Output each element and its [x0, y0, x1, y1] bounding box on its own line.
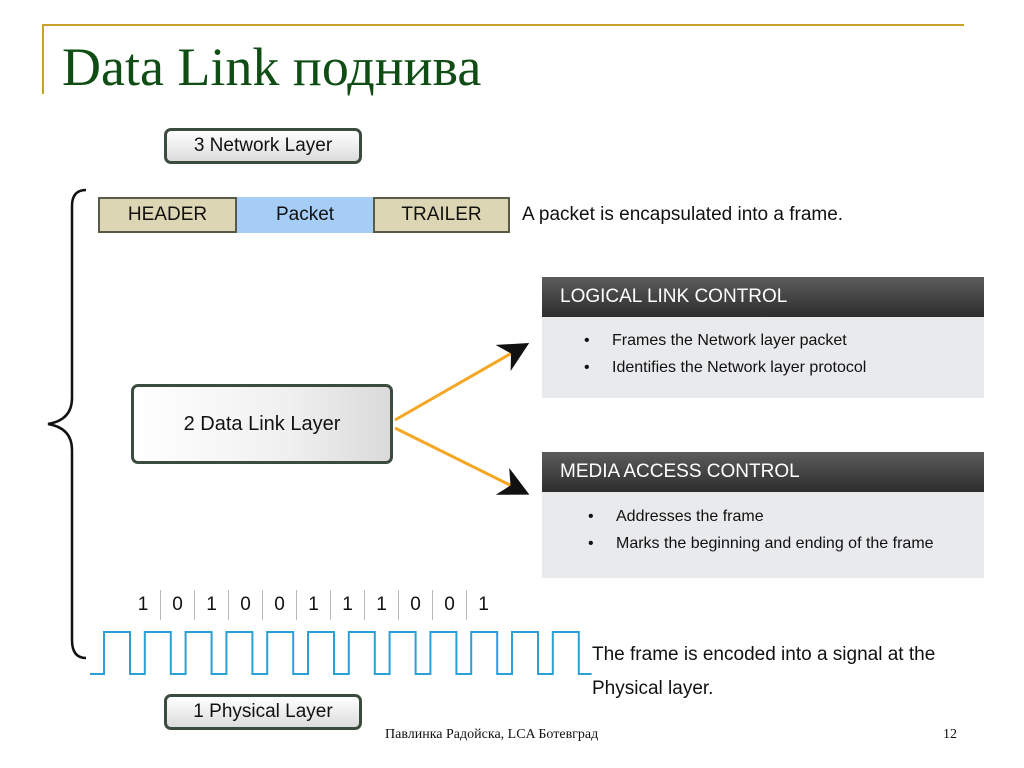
- bit-cell: 0: [432, 590, 466, 620]
- mac-panel: MEDIA ACCESS CONTROL Addresses the frame…: [542, 452, 984, 578]
- signal-note: The frame is encoded into a signal at th…: [592, 644, 936, 699]
- title-accent-line-left: [42, 24, 44, 94]
- frame-packet-segment: Packet: [237, 197, 373, 233]
- list-item: Marks the beginning and ending of the fr…: [588, 530, 984, 557]
- physical-layer-label: 1 Physical Layer: [164, 694, 362, 730]
- title-accent-line-top: [42, 24, 964, 26]
- bit-cell: 0: [398, 590, 432, 620]
- layer-brace: [47, 188, 87, 660]
- arrow-to-llc: [394, 343, 530, 422]
- page-number: 12: [943, 727, 957, 742]
- llc-list: Frames the Network layer packet Identifi…: [542, 317, 984, 381]
- slide-title: Data Link поднива: [62, 37, 482, 97]
- slide-footer: Павлинка Радойска, LCA Ботевград: [385, 727, 599, 742]
- data-link-layer-label: 2 Data Link Layer: [131, 384, 393, 464]
- frame-structure: HEADER Packet TRAILER: [98, 197, 510, 233]
- bit-cell: 1: [137, 594, 149, 615]
- frame-header-segment: HEADER: [98, 197, 237, 233]
- signal-waveform: [90, 631, 592, 675]
- bit-cell: 0: [228, 590, 262, 620]
- llc-panel-title: LOGICAL LINK CONTROL: [542, 277, 984, 317]
- mac-list: Addresses the frame Marks the beginning …: [542, 492, 984, 557]
- mac-panel-title: MEDIA ACCESS CONTROL: [542, 452, 984, 492]
- bit-cell: 1: [194, 590, 228, 620]
- list-item: Frames the Network layer packet: [584, 327, 984, 354]
- llc-panel: LOGICAL LINK CONTROL Frames the Network …: [542, 277, 984, 398]
- bit-cell: 1: [364, 590, 398, 620]
- encapsulation-note: A packet is encapsulated into a frame.: [522, 204, 844, 225]
- list-item: Addresses the frame: [588, 503, 984, 530]
- frame-trailer-segment: TRAILER: [373, 197, 510, 233]
- bit-cell: 1: [330, 590, 364, 620]
- bit-cell: 1: [466, 590, 500, 620]
- arrow-to-mac: [394, 426, 530, 495]
- bit-cell: 1: [296, 590, 330, 620]
- bit-cell: 0: [160, 590, 194, 620]
- network-layer-label: 3 Network Layer: [164, 128, 362, 164]
- list-item: Identifies the Network layer protocol: [584, 354, 984, 381]
- bit-cell: 0: [262, 590, 296, 620]
